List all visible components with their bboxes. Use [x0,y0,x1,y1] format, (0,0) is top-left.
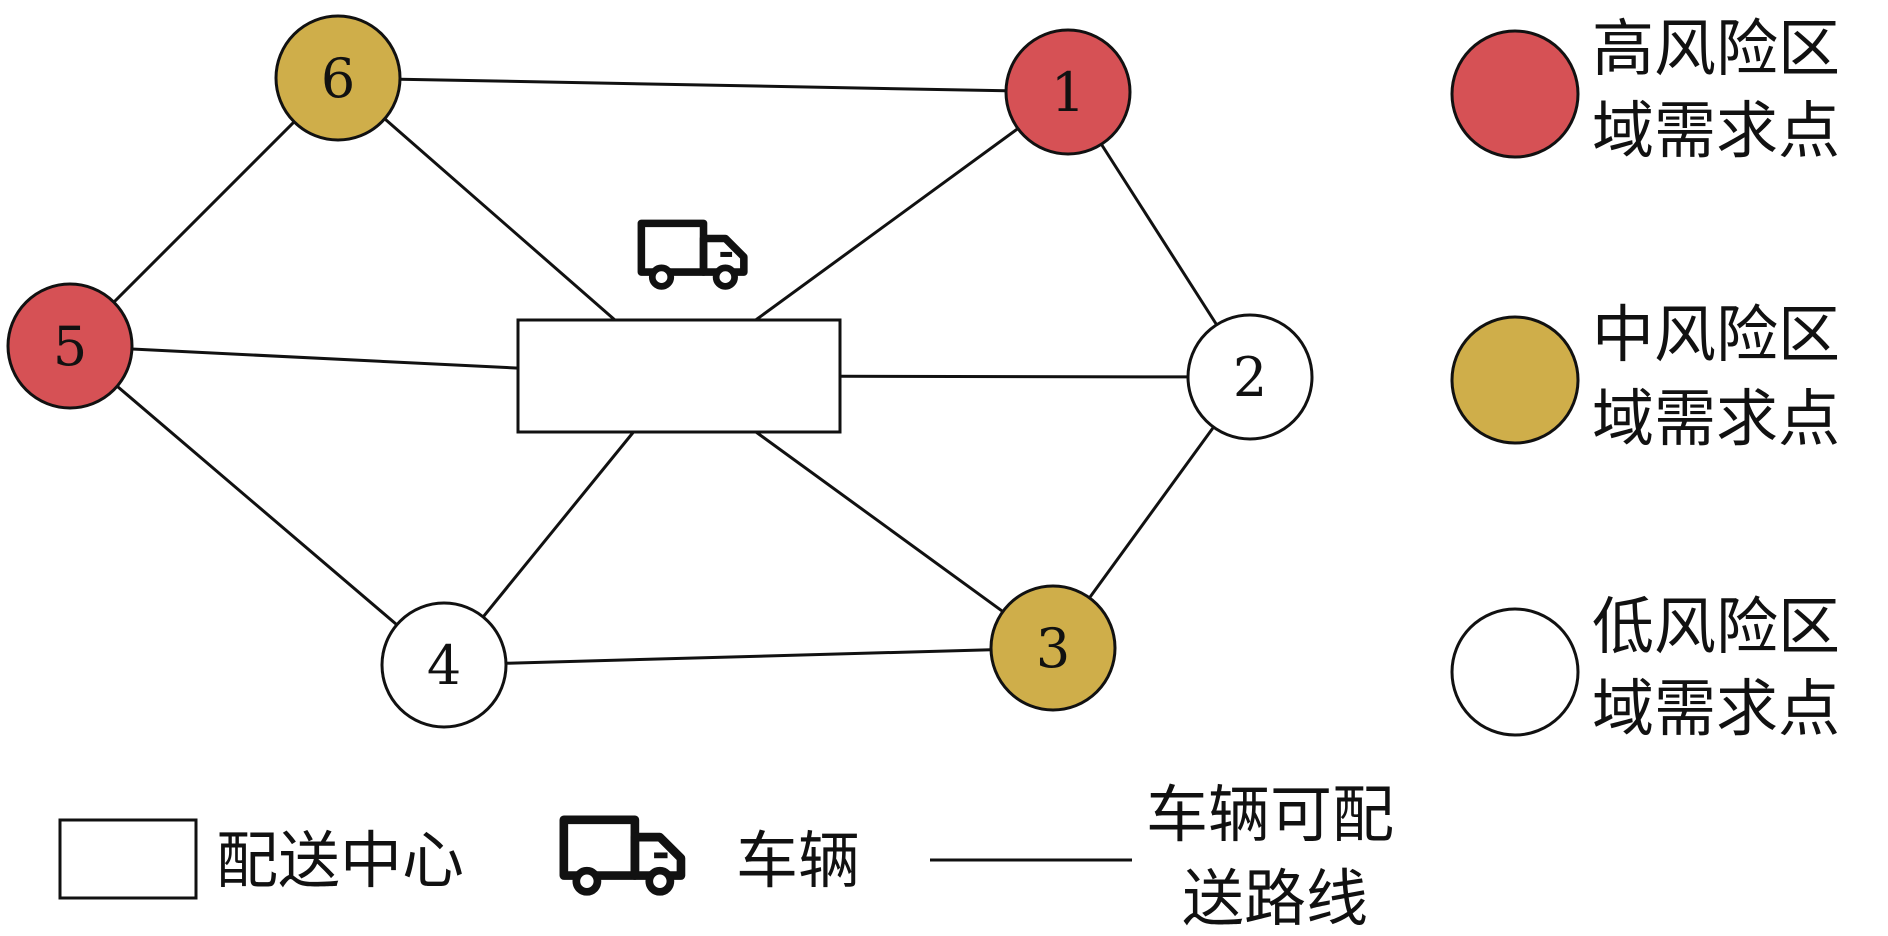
demand-node-label-2: 2 [1233,346,1267,409]
truck-icon [637,219,748,290]
legend-low-risk-label-line2: 域需求点 [1592,672,1840,745]
legend-medium-risk-swatch [1450,315,1580,445]
route-edge-5-4 [116,385,398,626]
legend-medium-risk-label-line1: 中风险区 [1592,298,1840,371]
legend-high-risk-swatch [1450,29,1580,159]
demand-node-label-5: 5 [53,315,87,378]
route-edge-2-center [839,374,1189,379]
demand-nodes: 1 2 3 4 5 6 [6,14,1314,729]
demand-node-label-3: 3 [1036,617,1070,680]
legend-route-label-line2: 送路线 [1182,862,1368,935]
route-edge-center-4 [481,431,635,618]
legend-low-risk-swatch [1450,607,1580,737]
distribution-center [516,318,842,434]
route-edge-5-center [131,347,519,370]
route-edge-1-2 [1100,143,1218,326]
demand-node-6 [274,14,402,142]
route-edge-6-5 [112,120,296,304]
route-edge-center-3 [755,430,1004,613]
route-edge-2-3 [1088,426,1215,599]
demand-node-label-6: 6 [321,47,355,110]
legend-truck-icon [559,815,686,896]
route-edge-6-center [383,117,616,322]
demand-node-3 [989,584,1117,712]
route-edges [112,77,1218,665]
route-edge-1-center [754,127,1019,322]
legend-route-label-line1: 车辆可配 [1146,778,1394,851]
demand-node-1 [1004,28,1132,156]
demand-node-5 [6,282,134,410]
demand-node-2 [1186,313,1314,441]
legend-low-risk-label-line1: 低风险区 [1592,590,1840,663]
demand-node-label-4: 4 [427,634,461,697]
legend-vehicle-label: 车辆 [736,824,860,897]
route-edge-6-1 [399,77,1007,93]
legend-high-risk-label-line2: 域需求点 [1592,94,1840,167]
demand-node-4 [380,601,508,729]
legend-center-label: 配送中心 [216,824,464,897]
route-edge-4-3 [505,648,992,665]
demand-node-label-1: 1 [1051,61,1085,124]
legend-bottom: 配送中心 车辆 车辆可配 送路线 [58,778,1394,935]
legend-center-swatch [58,818,198,900]
legend-risk: 高风险区 域需求点 中风险区 域需求点 低风险区 域需求点 [1450,12,1840,745]
legend-high-risk-label-line1: 高风险区 [1592,12,1840,85]
legend-medium-risk-label-line2: 域需求点 [1592,382,1840,455]
